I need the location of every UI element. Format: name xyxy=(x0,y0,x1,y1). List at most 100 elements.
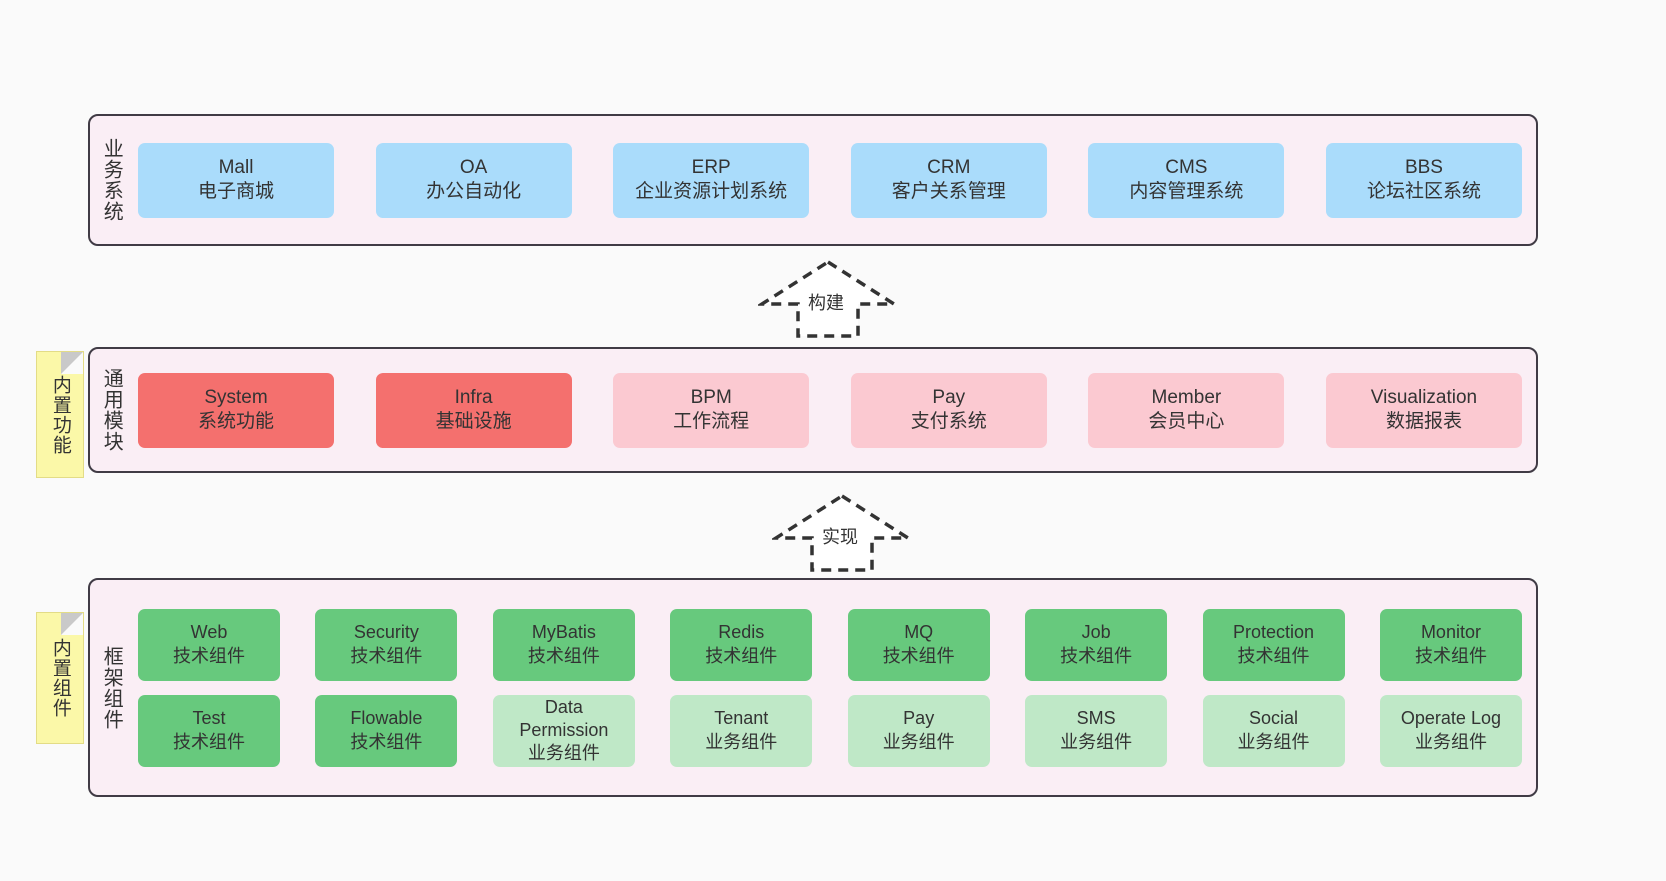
box-crm[interactable]: CRM 客户关系管理 xyxy=(850,142,1047,218)
layer-framework-row-1: Web 技术组件 Security 技术组件 MyBatis 技术组件 Redi… xyxy=(138,608,1522,681)
note-builtin-function-label: 内置功能 xyxy=(49,374,71,455)
layer-body-business: Mall 电子商城 OA 办公自动化 ERP 企业资源计划系统 CRM 客户关系… xyxy=(132,116,1536,244)
box-visualization-en: Visualization xyxy=(1370,386,1478,408)
box-test-cn: 技术组件 xyxy=(173,731,245,752)
box-mall[interactable]: Mall 电子商城 xyxy=(138,142,334,218)
box-crm-cn: 客户关系管理 xyxy=(891,181,1006,202)
box-member[interactable]: Member 会员中心 xyxy=(1088,372,1285,448)
box-tenant[interactable]: Tenant 业务组件 xyxy=(670,694,813,767)
box-oa-cn: 办公自动化 xyxy=(426,181,522,202)
note-builtin-function: 内置功能 xyxy=(36,351,84,478)
box-bbs[interactable]: BBS 论坛社区系统 xyxy=(1325,142,1522,218)
box-test[interactable]: Test 技术组件 xyxy=(138,694,280,767)
box-flowable[interactable]: Flowable 技术组件 xyxy=(315,694,458,767)
box-sms-cn: 业务组件 xyxy=(1060,731,1133,752)
connector-implement-arrow-shape xyxy=(769,493,915,572)
box-operate-log[interactable]: Operate Log 业务组件 xyxy=(1379,694,1522,767)
box-system-en: System xyxy=(204,386,268,408)
box-flowable-cn: 技术组件 xyxy=(350,731,423,752)
layer-framework-component: 框架组件 Web 技术组件 Security 技术组件 MyBatis 技术组件… xyxy=(88,578,1538,797)
box-visualization[interactable]: Visualization 数据报表 xyxy=(1325,372,1522,448)
layer-business-system: 业务系统 Mall 电子商城 OA 办公自动化 ERP 企业资源计划系统 CRM… xyxy=(88,114,1538,246)
box-member-en: Member xyxy=(1151,386,1222,408)
box-oa-en: OA xyxy=(459,156,488,178)
box-protection[interactable]: Protection 技术组件 xyxy=(1202,608,1345,681)
box-cms-en: CMS xyxy=(1165,156,1208,178)
box-cms-cn: 内容管理系统 xyxy=(1129,181,1244,202)
box-visualization-cn: 数据报表 xyxy=(1385,411,1462,432)
box-mybatis[interactable]: MyBatis 技术组件 xyxy=(492,608,635,681)
box-pay-component[interactable]: Pay 业务组件 xyxy=(847,694,990,767)
box-bpm-cn: 工作流程 xyxy=(673,411,750,432)
box-bbs-cn: 论坛社区系统 xyxy=(1366,181,1481,202)
box-security[interactable]: Security 技术组件 xyxy=(315,608,458,681)
box-tenant-cn: 业务组件 xyxy=(705,731,778,752)
box-job[interactable]: Job 技术组件 xyxy=(1025,608,1168,681)
box-data-permission-cn: 业务组件 xyxy=(527,743,600,764)
box-tenant-en: Tenant xyxy=(714,708,769,729)
box-bpm[interactable]: BPM 工作流程 xyxy=(613,372,810,448)
box-erp-cn: 企业资源计划系统 xyxy=(635,181,788,202)
box-oa[interactable]: OA 办公自动化 xyxy=(375,142,572,218)
box-crm-en: CRM xyxy=(927,156,971,178)
note-builtin-component: 内置组件 xyxy=(36,612,84,744)
connector-build-arrow-shape xyxy=(755,259,901,338)
box-monitor-en: Monitor xyxy=(1420,622,1481,643)
box-cms[interactable]: CMS 内容管理系统 xyxy=(1088,142,1285,218)
box-data-permission[interactable]: Data Permission 业务组件 xyxy=(492,694,635,767)
layer-body-framework: Web 技术组件 Security 技术组件 MyBatis 技术组件 Redi… xyxy=(132,580,1536,795)
box-infra-cn: 基础设施 xyxy=(435,411,512,432)
box-test-en: Test xyxy=(192,708,226,729)
box-social[interactable]: Social 业务组件 xyxy=(1202,694,1345,767)
box-sms-en: SMS xyxy=(1076,708,1116,729)
layer-framework-row-2: Test 技术组件 Flowable 技术组件 Data Permission … xyxy=(138,694,1522,767)
layer-title-framework: 框架组件 xyxy=(100,645,123,730)
box-web-en: Web xyxy=(190,622,228,643)
box-operate-log-en: Operate Log xyxy=(1400,708,1501,729)
layer-module-row-1: System 系统功能 Infra 基础设施 BPM 工作流程 Pay 支付系统… xyxy=(138,372,1522,448)
box-mq-en: MQ xyxy=(904,622,934,643)
box-job-cn: 技术组件 xyxy=(1060,645,1133,666)
box-system[interactable]: System 系统功能 xyxy=(138,372,334,448)
layer-title-business: 业务系统 xyxy=(100,138,123,222)
box-protection-cn: 技术组件 xyxy=(1237,645,1310,666)
box-pay-module-cn: 支付系统 xyxy=(910,411,987,432)
box-mq-cn: 技术组件 xyxy=(882,645,955,666)
box-web[interactable]: Web 技术组件 xyxy=(138,608,280,681)
box-infra[interactable]: Infra 基础设施 xyxy=(375,372,572,448)
box-monitor-cn: 技术组件 xyxy=(1414,645,1487,666)
box-social-cn: 业务组件 xyxy=(1237,731,1310,752)
box-job-en: Job xyxy=(1081,622,1111,643)
box-protection-en: Protection xyxy=(1233,622,1315,643)
box-pay-module-en: Pay xyxy=(932,386,966,408)
box-system-cn: 系统功能 xyxy=(197,411,274,432)
box-security-en: Security xyxy=(353,622,419,643)
layer-common-module: 通用模块 System 系统功能 Infra 基础设施 BPM 工作流程 Pay… xyxy=(88,347,1538,473)
connector-build-label: 构建 xyxy=(808,293,844,313)
box-redis[interactable]: Redis 技术组件 xyxy=(670,608,813,681)
box-data-permission-en: Data Permission xyxy=(519,696,609,740)
box-pay-module[interactable]: Pay 支付系统 xyxy=(850,372,1047,448)
connector-implement-label: 实现 xyxy=(822,527,858,547)
layer-body-module: System 系统功能 Infra 基础设施 BPM 工作流程 Pay 支付系统… xyxy=(132,349,1536,471)
box-pay-component-cn: 业务组件 xyxy=(882,731,955,752)
box-operate-log-cn: 业务组件 xyxy=(1414,731,1487,752)
box-mall-en: Mall xyxy=(218,156,254,178)
box-erp-en: ERP xyxy=(691,156,731,178)
box-erp[interactable]: ERP 企业资源计划系统 xyxy=(613,142,810,218)
box-web-cn: 技术组件 xyxy=(173,645,245,666)
box-pay-component-en: Pay xyxy=(903,708,935,729)
box-monitor[interactable]: Monitor 技术组件 xyxy=(1379,608,1522,681)
layer-title-module: 通用模块 xyxy=(100,368,123,452)
box-mybatis-en: MyBatis xyxy=(531,622,596,643)
box-mybatis-cn: 技术组件 xyxy=(527,645,600,666)
box-bbs-en: BBS xyxy=(1404,156,1443,178)
layer-business-row-1: Mall 电子商城 OA 办公自动化 ERP 企业资源计划系统 CRM 客户关系… xyxy=(138,142,1522,218)
box-flowable-en: Flowable xyxy=(350,708,423,729)
box-infra-en: Infra xyxy=(454,386,493,408)
box-mq[interactable]: MQ 技术组件 xyxy=(847,608,990,681)
box-sms[interactable]: SMS 业务组件 xyxy=(1025,694,1168,767)
note-builtin-component-label: 内置组件 xyxy=(49,638,71,718)
box-bpm-en: BPM xyxy=(690,386,732,408)
